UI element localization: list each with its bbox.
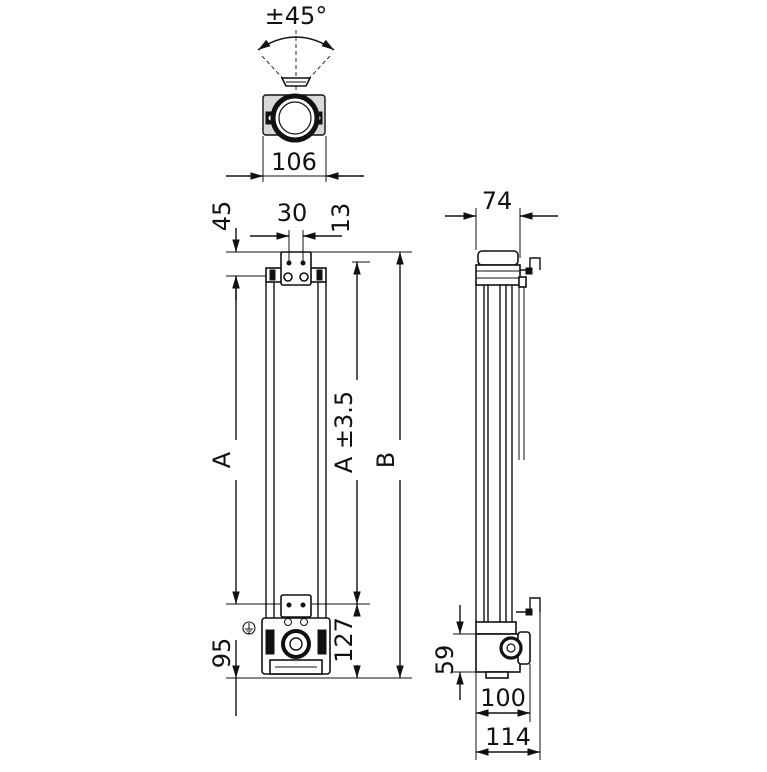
dim-106-label: 106 [271, 148, 317, 176]
angle-label: ±45° [265, 2, 328, 30]
top-end-view: ±45° 106 [226, 2, 364, 182]
front-view: 30 13 45 A 95 A ±3.5 127 B [208, 199, 412, 716]
dim-95-label: 95 [208, 638, 236, 669]
bottom-bracket [280, 594, 312, 618]
dim-a-tol-label: A ±3.5 [330, 391, 358, 473]
dim-30-label: 30 [277, 199, 308, 227]
dim-a-left-label: A [208, 451, 236, 468]
dim-114-label: 114 [485, 723, 531, 751]
side-bottom-hook [516, 597, 541, 613]
dim-45-label: 45 [208, 201, 236, 232]
ground-symbol-icon [242, 621, 256, 635]
side-view: 74 59 100 114 [431, 187, 558, 760]
dim-59-label: 59 [431, 645, 459, 676]
dim-127-label: 127 [330, 617, 358, 663]
dim-b-label: B [372, 452, 400, 468]
dim-74-label: 74 [482, 187, 513, 215]
side-top-cap [477, 250, 519, 266]
dim-100-label: 100 [480, 684, 526, 712]
dim-13-label: 13 [327, 203, 355, 234]
